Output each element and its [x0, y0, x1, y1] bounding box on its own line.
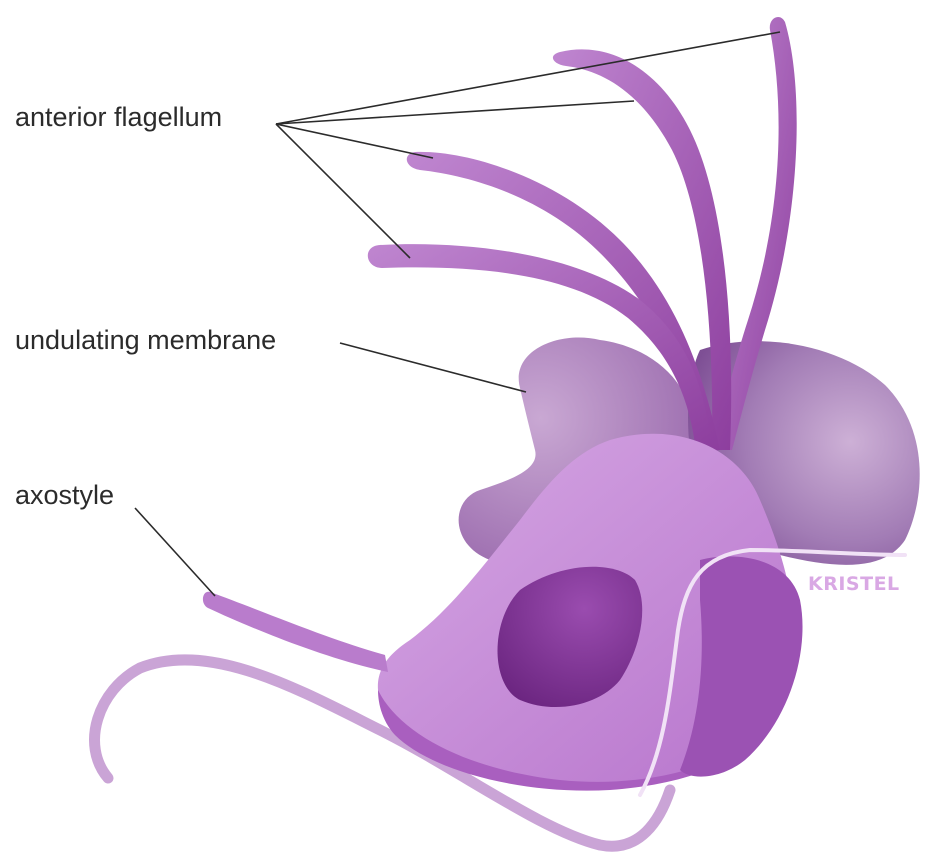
leader-line-membrane	[340, 343, 526, 392]
axostyle-spike	[203, 592, 388, 672]
leader-line-flagellum-1	[276, 32, 780, 124]
label-undulating-membrane: undulating membrane	[15, 327, 276, 354]
leader-line-flagellum-4	[276, 124, 410, 258]
label-anterior-flagellum: anterior flagellum	[15, 104, 222, 131]
leader-line-axostyle	[135, 508, 215, 596]
leader-line-flagellum-2	[276, 101, 634, 124]
artist-signature: KRISTEL	[808, 573, 900, 595]
label-axostyle: axostyle	[15, 482, 114, 509]
leader-line-flagellum-3	[276, 124, 433, 158]
